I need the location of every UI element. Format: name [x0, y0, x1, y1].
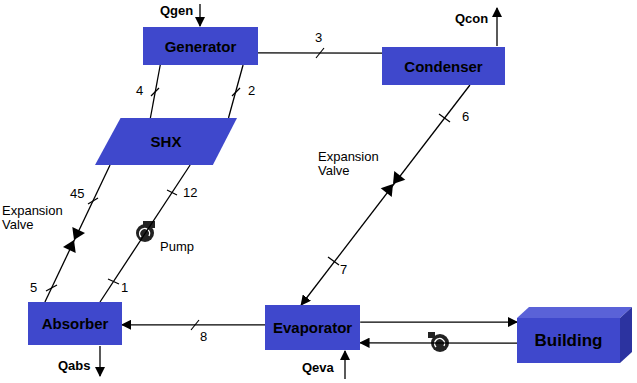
evaporator-box: Evaporator: [265, 305, 360, 350]
heat-label: Qeva: [302, 361, 334, 375]
flow-line: [360, 342, 517, 344]
heat-label: Qabs: [58, 359, 91, 373]
condenser-box: Condenser: [382, 47, 505, 85]
node-label: Building: [535, 331, 603, 351]
state-number: 3: [315, 31, 322, 45]
building-side-face: [620, 307, 632, 363]
heat-arrow: [344, 351, 345, 379]
node-label: Absorber: [42, 315, 109, 332]
state-number: 5: [30, 281, 37, 295]
state-number: 45: [70, 187, 84, 201]
heat-exchanger-box: SHX: [95, 118, 237, 165]
valve-label: Expansion Valve: [2, 204, 62, 233]
flow-line: [228, 65, 243, 118]
pump-symbol: [136, 221, 155, 242]
heat-label: Qcon: [455, 12, 488, 26]
flow-line: [258, 52, 382, 54]
node-label: Condenser: [404, 58, 482, 75]
node-label: SHX: [151, 133, 182, 150]
state-number: 4: [136, 84, 143, 98]
state-number: 8: [200, 330, 207, 344]
pump-symbol: [428, 332, 449, 352]
state-number: 2: [248, 84, 255, 98]
heat-arrow: [496, 8, 497, 46]
state-number: 1: [121, 281, 128, 295]
flow-line: [360, 321, 517, 322]
flow-line: [301, 85, 470, 305]
node-label: Generator: [165, 38, 237, 55]
state-number: 12: [183, 186, 197, 200]
heat-arrow: [199, 4, 200, 26]
generator-box: Generator: [143, 27, 258, 65]
flow-line: [150, 65, 160, 118]
building-top-face: [517, 307, 632, 318]
flow-line: [45, 165, 110, 302]
building-box: Building: [517, 318, 620, 363]
state-number: 7: [340, 263, 347, 277]
flow-line: [100, 165, 190, 302]
state-number: 6: [462, 110, 469, 124]
node-label: Evaporator: [273, 319, 352, 336]
pump-label: Pump: [160, 240, 194, 254]
flow-line: [122, 324, 265, 325]
valve-label: Expansion Valve: [318, 150, 380, 179]
heat-arrow: [99, 346, 100, 376]
heat-label: Qgen: [160, 4, 193, 18]
absorber-box: Absorber: [28, 302, 122, 345]
